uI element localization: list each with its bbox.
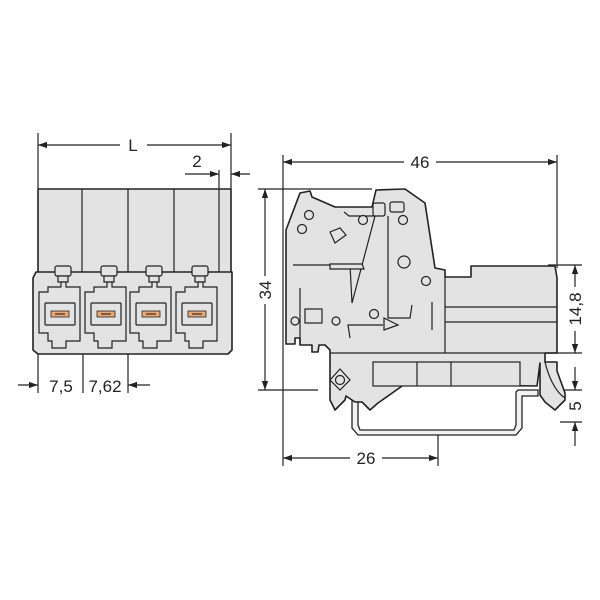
dimension-label: 7,62 <box>88 377 121 396</box>
plug-top <box>37 188 232 275</box>
dimension-width: 46 <box>283 153 557 172</box>
dimension-pitch: 7,5 7,62 <box>18 377 150 396</box>
side-view: 46 34 14,8 5 26 <box>256 153 585 468</box>
front-view: L 2 7,5 7,62 <box>18 133 250 396</box>
dimension-length: L <box>38 136 231 155</box>
dimension-rail-center: 26 <box>283 449 438 468</box>
dimension-label: L <box>128 136 137 155</box>
terminal-block-body <box>285 188 566 411</box>
dimension-offset: 2 <box>185 152 250 178</box>
pole-cell <box>38 265 81 349</box>
dimension-module-height: 14,8 <box>566 265 585 353</box>
dimension-label: 2 <box>192 152 201 171</box>
plug-housing <box>32 265 233 355</box>
dimension-label: 7,5 <box>49 377 73 396</box>
terminal-details <box>290 201 566 399</box>
dimension-label: 5 <box>566 401 585 410</box>
dimension-label: 34 <box>256 281 275 300</box>
dimension-height: 34 <box>256 189 275 390</box>
dimension-rail-offset: 5 <box>566 367 585 446</box>
dimension-label: 26 <box>357 449 376 468</box>
dimension-label: 14,8 <box>566 292 585 325</box>
dimension-label: 46 <box>411 153 430 172</box>
